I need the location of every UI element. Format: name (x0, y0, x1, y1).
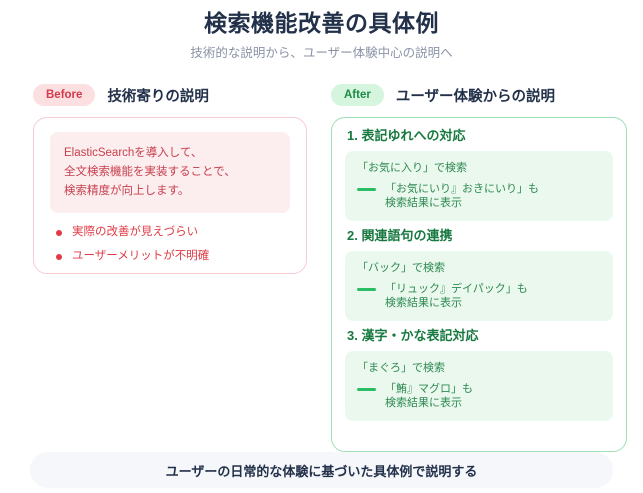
bullet-dot-icon (56, 253, 62, 260)
result-row: 「鮪』マグロ」も 検索結果に表示 (357, 382, 601, 410)
result-label: 「お気にいり』おきにいり」も 検索結果に表示 (385, 182, 539, 210)
before-quote-box: ElasticSearchを導入して、 全文検索機能を実装することで、 検索精度… (50, 132, 290, 213)
column-title-before: 技術寄りの説明 (107, 88, 209, 105)
after-section: 2. 関連語句の連携 「バック」で検索 「リュック』デイパック」も 検索結果に表… (345, 227, 613, 321)
section-example-box: 「バック」で検索 「リュック』デイパック」も 検索結果に表示 (345, 251, 613, 321)
list-item: 実際の改善が見えづらい (56, 225, 290, 240)
list-item: ユーザーメリットが不明確 (56, 249, 290, 264)
result-line-1: 「リュック』デイパック」も (385, 283, 528, 295)
query-label: 「まぐろ」で検索 (357, 362, 445, 374)
result-line-2: 検索結果に表示 (385, 297, 462, 309)
column-title-after: ユーザー体験からの説明 (395, 88, 556, 105)
status-badge-after: After (331, 84, 384, 106)
bullet-label: 実際の改善が見えづらい (72, 226, 199, 238)
before-card: ElasticSearchを導入して、 全文検索機能を実装することで、 検索精度… (33, 117, 307, 274)
section-example-box: 「お気に入り」で検索 「お気にいり』おきにいり」も 検索結果に表示 (345, 151, 613, 221)
column-header-before: Before 技術寄りの説明 (33, 84, 209, 106)
before-bullet-list: 実際の改善が見えづらい ユーザーメリットが不明確 (50, 225, 290, 264)
after-card: 1. 表記ゆれへの対応 「お気に入り」で検索 「お気にいり』おきにいり」も 検索… (331, 117, 627, 452)
result-line-2: 検索結果に表示 (385, 397, 462, 409)
result-line-1: 「鮪』マグロ」も (385, 383, 473, 395)
dash-marker-icon (357, 288, 376, 291)
section-title: 2. 関連語句の連携 (347, 228, 453, 243)
after-section: 3. 漢字・かな表記対応 「まぐろ」で検索 「鮪』マグロ」も 検索結果に表示 (345, 327, 613, 421)
footer-summary-bar: ユーザーの日常的な体験に基づいた具体例で説明する (30, 452, 613, 488)
before-quote-line: 全文検索機能を実装することで、 (64, 166, 236, 178)
result-line-2: 検索結果に表示 (385, 197, 462, 209)
status-badge-before: Before (33, 84, 96, 106)
query-label: 「お気に入り」で検索 (357, 162, 467, 174)
before-quote-line: ElasticSearchを導入して、 (64, 147, 203, 159)
result-line-1: 「お気にいり』おきにいり」も (385, 183, 539, 195)
bullet-label: ユーザーメリットが不明確 (72, 250, 210, 262)
footer-summary-text: ユーザーの日常的な体験に基づいた具体例で説明する (165, 463, 478, 479)
bullet-dot-icon (56, 229, 62, 236)
after-section: 1. 表記ゆれへの対応 「お気に入り」で検索 「お気にいり』おきにいり」も 検索… (345, 127, 613, 221)
column-header-after: After ユーザー体験からの説明 (331, 84, 555, 106)
section-title: 3. 漢字・かな表記対応 (347, 328, 479, 343)
result-label: 「リュック』デイパック」も 検索結果に表示 (385, 282, 528, 310)
before-quote-line: 検索精度が向上します。 (64, 185, 190, 197)
dash-marker-icon (357, 188, 376, 191)
query-label: 「バック」で検索 (357, 262, 445, 274)
page-subtitle: 技術的な説明から、ユーザー体験中心の説明へ (190, 46, 453, 60)
dash-marker-icon (357, 388, 376, 391)
section-title: 1. 表記ゆれへの対応 (347, 128, 466, 143)
page-title: 検索機能改善の具体例 (204, 10, 439, 36)
result-row: 「リュック』デイパック」も 検索結果に表示 (357, 282, 601, 310)
header: 検索機能改善の具体例 技術的な説明から、ユーザー体験中心の説明へ (0, 8, 643, 62)
section-example-box: 「まぐろ」で検索 「鮪』マグロ」も 検索結果に表示 (345, 351, 613, 421)
result-row: 「お気にいり』おきにいり」も 検索結果に表示 (357, 182, 601, 210)
result-label: 「鮪』マグロ」も 検索結果に表示 (385, 382, 473, 410)
